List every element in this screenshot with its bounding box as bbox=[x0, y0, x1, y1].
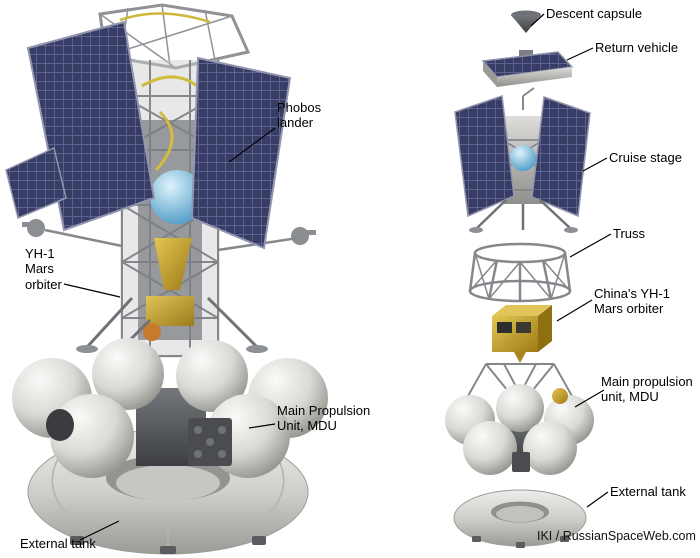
label-phobos-lander: Phobos lander bbox=[277, 100, 322, 131]
leader-lines bbox=[63, 13, 612, 541]
leader-yh1-left bbox=[63, 283, 121, 298]
leader-mdu-right bbox=[574, 389, 605, 408]
mdu-part bbox=[445, 363, 594, 475]
assembled-spacecraft-illustration bbox=[5, 3, 328, 555]
yh1-orbiter-part bbox=[492, 305, 552, 363]
label-external-tank-left: External tank bbox=[20, 536, 96, 551]
cruise-stage-part bbox=[454, 87, 591, 233]
leader-return-vehicle bbox=[566, 47, 594, 61]
label-cruise-stage: Cruise stage bbox=[609, 150, 682, 165]
label-descent-capsule: Descent capsule bbox=[546, 6, 643, 21]
leader-external-tank-left bbox=[79, 520, 120, 541]
label-yh1-left: YH-1 Mars orbiter bbox=[25, 246, 62, 292]
yh1-orbiter-in-stack bbox=[146, 296, 194, 326]
label-return-vehicle: Return vehicle bbox=[595, 40, 679, 55]
leader-yh1-right bbox=[556, 299, 593, 322]
label-mdu-left: Main Propulsion Unit, MDU bbox=[277, 403, 371, 434]
mdu-sphere-cluster bbox=[12, 338, 328, 478]
return-vehicle-part bbox=[481, 50, 574, 87]
lander-blue-tank bbox=[150, 170, 204, 224]
leader-cruise-stage bbox=[582, 157, 608, 172]
descent-capsule-part bbox=[511, 10, 541, 33]
label-yh1-right: China's YH-1 Mars orbiter bbox=[594, 286, 670, 317]
external-tank-part bbox=[453, 489, 587, 548]
credit-text: IKI / RussianSpaceWeb.com bbox=[537, 529, 696, 543]
exploded-view-illustration bbox=[445, 10, 594, 548]
solar-panel-small bbox=[5, 146, 67, 220]
leader-external-tank-right bbox=[586, 491, 609, 508]
truss-part bbox=[468, 242, 572, 303]
label-mdu-right: Main propulsion unit, MDU bbox=[601, 374, 693, 405]
leader-truss bbox=[569, 233, 612, 258]
leader-descent-capsule bbox=[530, 13, 545, 27]
leader-phobos-lander bbox=[228, 127, 276, 163]
leader-mdu-left bbox=[248, 423, 276, 429]
thruster-pods bbox=[22, 219, 316, 245]
label-external-tank-right: External tank bbox=[610, 484, 686, 499]
label-truss: Truss bbox=[613, 226, 646, 241]
